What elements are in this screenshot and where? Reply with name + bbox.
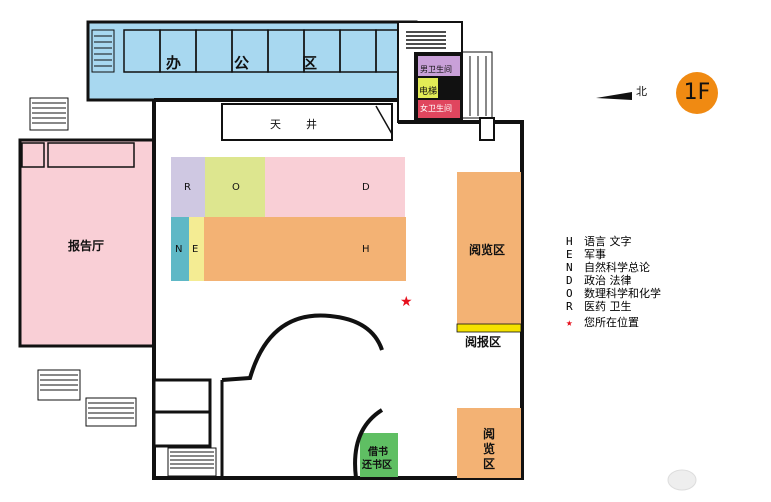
- newspaper-area-label: 阅报区: [465, 335, 502, 349]
- mens-room: [418, 56, 460, 76]
- reading-area-right: [457, 172, 521, 324]
- shelf-H: [204, 217, 406, 281]
- watermark-logo: [667, 469, 697, 491]
- legend-code: N: [566, 261, 573, 274]
- legend-code: D: [566, 274, 573, 287]
- office-label-2: 公: [234, 54, 250, 72]
- legend-you-are-here: 您所在位置: [584, 316, 639, 329]
- skylight: [221, 103, 393, 141]
- reading-area-right-label: 阅览区: [469, 243, 506, 257]
- stairs-bottom-center: [167, 447, 217, 477]
- shelf-N-label: N: [175, 244, 183, 255]
- skylight-label-1: 天: [270, 118, 281, 131]
- north-label: 北: [636, 85, 647, 98]
- exterior-stair-top-right: [461, 51, 493, 119]
- skylight-label-2: 井: [306, 118, 317, 131]
- shelf-H-label: H: [362, 244, 370, 255]
- legend-code: E: [566, 248, 573, 261]
- legend-row-E: E 军事: [566, 248, 606, 261]
- legend-code: R: [566, 300, 573, 313]
- legend-row-N: N 自然科学总论: [566, 261, 650, 274]
- legend-text: 数理科学和化学: [584, 287, 661, 300]
- circulation-desk: [360, 433, 398, 477]
- legend-text: 自然科学总论: [584, 261, 650, 274]
- legend-row-you-are-here: ★ 您所在位置: [566, 316, 639, 329]
- office-left-stairs: [91, 29, 115, 73]
- legend-row-H: H 语言 文字: [566, 235, 632, 248]
- north-arrow-icon: [596, 92, 632, 100]
- shelf-D-label: D: [362, 182, 370, 193]
- legend-code: O: [566, 287, 573, 300]
- legend-text: 政治 法律: [584, 274, 632, 287]
- stairs-left-bottom: [37, 369, 137, 427]
- shelf-O-label: O: [232, 182, 240, 193]
- shelf-E: [189, 217, 204, 281]
- office-area: [86, 20, 418, 102]
- elevator: [418, 78, 438, 98]
- legend-row-R: R 医药 卫生: [566, 300, 632, 313]
- legend-text: 语言 文字: [584, 235, 632, 248]
- legend-row-D: D 政治 法律: [566, 274, 632, 287]
- mens-room-label: 男卫生间: [420, 65, 452, 74]
- small-rooms: [152, 378, 212, 448]
- curved-wall: [221, 313, 384, 382]
- reading-bottom-label-3: 区: [483, 457, 496, 471]
- shelf-R: [171, 157, 205, 217]
- report-hall-stage: [21, 142, 135, 168]
- legend-row-O: O 数理科学和化学: [566, 287, 661, 300]
- report-hall-label: 报告厅: [68, 239, 105, 253]
- office-label-3: 区: [302, 54, 318, 72]
- reading-bottom-label-2: 览: [483, 442, 496, 456]
- right-stairs: [406, 31, 446, 49]
- you-are-here-star: ★: [400, 294, 413, 310]
- reading-area-bottom: [457, 408, 521, 478]
- star-icon: ★: [566, 316, 573, 329]
- shelf-R-label: R: [184, 182, 191, 193]
- legend-text: 医药 卫生: [584, 300, 632, 313]
- womens-room-label: 女卫生间: [420, 104, 452, 113]
- office-label-1: 办: [166, 54, 182, 72]
- circulation-label-1: 借书: [368, 447, 388, 458]
- shelf-O: [205, 157, 265, 217]
- report-hall: [18, 138, 156, 348]
- shelf-N: [171, 217, 189, 281]
- floor-badge: 1F: [676, 72, 718, 114]
- womens-room: [418, 100, 460, 118]
- shelf-D: [265, 157, 405, 217]
- circulation-label-2: 还书区: [362, 460, 392, 471]
- shelf-E-label: E: [192, 244, 199, 255]
- legend-code: H: [566, 235, 573, 248]
- newspaper-bar: [456, 323, 522, 333]
- reading-bottom-label-1: 阅: [483, 427, 496, 441]
- legend-text: 军事: [584, 248, 606, 261]
- elevator-label: 电梯: [419, 87, 438, 97]
- stairs-left-top: [29, 97, 69, 131]
